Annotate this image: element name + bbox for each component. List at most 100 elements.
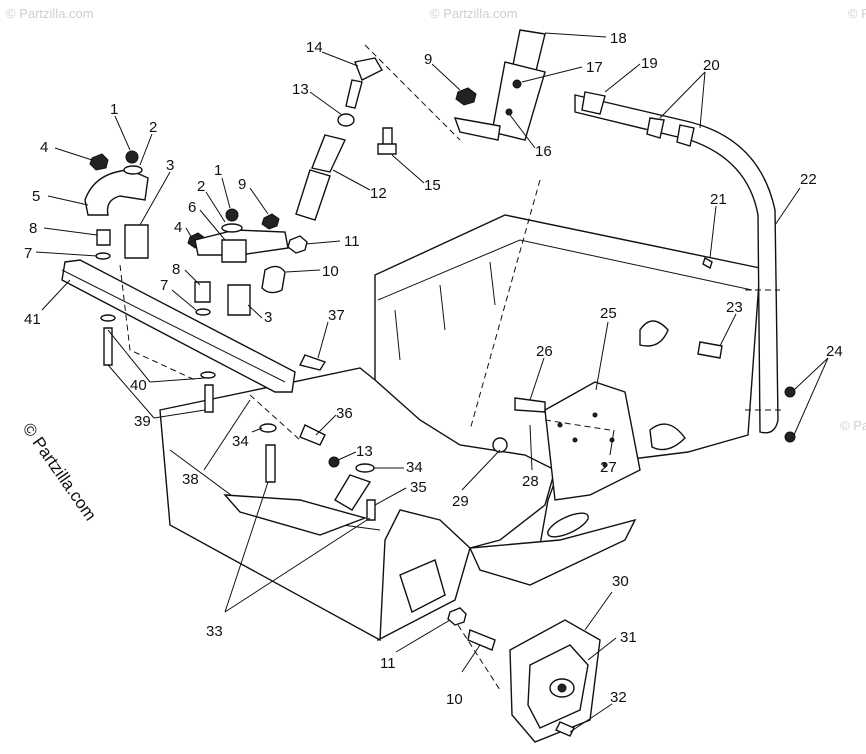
rod-end-10-lower	[467, 629, 496, 651]
bushing-8	[96, 229, 111, 246]
callout-10: 10	[446, 691, 463, 708]
leader-20a	[659, 71, 706, 119]
leader-lines	[35, 32, 829, 733]
callout-11: 11	[344, 233, 360, 250]
leader-17	[521, 66, 583, 83]
callout-9: 9	[424, 51, 432, 68]
tie-rod-assembly	[295, 57, 397, 221]
leader-20b	[699, 71, 706, 129]
leader-28	[529, 424, 533, 471]
bolt-39	[204, 384, 214, 413]
cross-bar-edge	[61, 269, 286, 383]
callout-numbers: 1 2 4 5 3 8 7 41 1 2 9 6 4 8 7 3 11 10 1…	[24, 30, 843, 708]
bolt-head-17	[512, 79, 522, 89]
callout-4: 4	[40, 139, 48, 156]
hex-nut-1	[225, 208, 239, 222]
nut-24	[784, 386, 796, 398]
watermark-top-center: © Partzilla.com	[430, 6, 518, 21]
watermark-top-right: © Partzilla.com	[848, 6, 866, 21]
callout-3: 3	[264, 309, 272, 326]
leader-1a	[114, 115, 131, 151]
dash-line	[457, 624, 501, 691]
lower-left-bolts	[100, 314, 376, 521]
chassis-cutout	[639, 320, 669, 347]
callout-34: 34	[232, 433, 249, 450]
dash-line	[469, 179, 541, 431]
leader-6	[199, 209, 226, 241]
bolt-23	[697, 341, 723, 359]
tube-clamp	[676, 124, 695, 147]
leader-9b	[249, 187, 269, 215]
spacer-3	[124, 224, 149, 259]
callout-33: 33	[206, 623, 223, 640]
leader-38	[203, 399, 251, 471]
bolt-head-16	[505, 108, 513, 116]
leader-33a	[224, 481, 269, 613]
leader-3a	[139, 171, 171, 226]
leader-8b	[184, 269, 201, 286]
rod-end-14	[354, 57, 383, 81]
leader-21	[709, 205, 717, 259]
callout-18: 18	[610, 30, 627, 47]
support-tube-22	[574, 94, 779, 434]
callout-9: 9	[238, 176, 246, 193]
callout-3: 3	[166, 157, 174, 174]
steering-column	[453, 29, 546, 141]
bolt-15-shank	[382, 127, 393, 146]
chassis-inner-line	[394, 309, 401, 361]
bracket-hole	[557, 422, 563, 428]
callout-26: 26	[536, 343, 553, 360]
steering-arm-tab	[453, 117, 501, 141]
callout-13: 13	[292, 81, 309, 98]
hex-nut-4	[89, 153, 109, 171]
bolt-26	[514, 397, 546, 413]
leader-19	[604, 63, 641, 93]
bushing-8	[194, 281, 211, 303]
washer-34	[259, 423, 277, 433]
nut-13	[328, 456, 340, 468]
callout-34: 34	[406, 459, 423, 476]
leader-11b	[395, 619, 451, 653]
leader-40b	[149, 377, 206, 383]
callout-8: 8	[172, 261, 180, 278]
leader-25	[595, 321, 609, 391]
stud-35	[366, 499, 376, 521]
leader-33b	[224, 517, 371, 613]
callout-16: 16	[535, 143, 552, 160]
hex-nut-1	[125, 150, 139, 164]
callout-22: 22	[800, 171, 817, 188]
bolt-36	[299, 424, 326, 446]
steering-arm-5	[84, 169, 149, 216]
leader-1b	[221, 177, 231, 209]
leader-4a	[54, 147, 93, 161]
washer-7	[95, 252, 111, 260]
callout-7: 7	[24, 245, 32, 262]
bearing-housing	[509, 619, 601, 743]
chassis-frame	[159, 214, 761, 642]
bolt-15-head	[377, 143, 397, 155]
callout-39: 39	[134, 413, 151, 430]
leader-39b	[153, 409, 206, 419]
callout-19: 19	[641, 55, 658, 72]
chassis-inner-line	[439, 284, 446, 331]
leader-26	[529, 357, 545, 401]
chassis-inner-line	[489, 261, 496, 306]
bushing-29	[492, 437, 508, 453]
leader-29	[461, 449, 501, 491]
leader-9a	[431, 63, 461, 91]
watermark-right: © Partzilla.com	[840, 418, 866, 433]
callout-35: 35	[410, 479, 427, 496]
leader-30	[584, 591, 613, 631]
washer-7	[195, 308, 211, 316]
leader-36	[315, 414, 337, 436]
hex-nut-9	[261, 213, 280, 230]
hex-nut-9	[455, 87, 477, 106]
leader-41	[41, 279, 71, 311]
jam-nut-13	[337, 113, 355, 127]
callout-32: 32	[610, 689, 627, 706]
leader-22	[774, 187, 801, 226]
callout-15: 15	[424, 177, 441, 194]
bracket-plate-body	[544, 381, 641, 501]
bolt-39	[103, 327, 113, 366]
